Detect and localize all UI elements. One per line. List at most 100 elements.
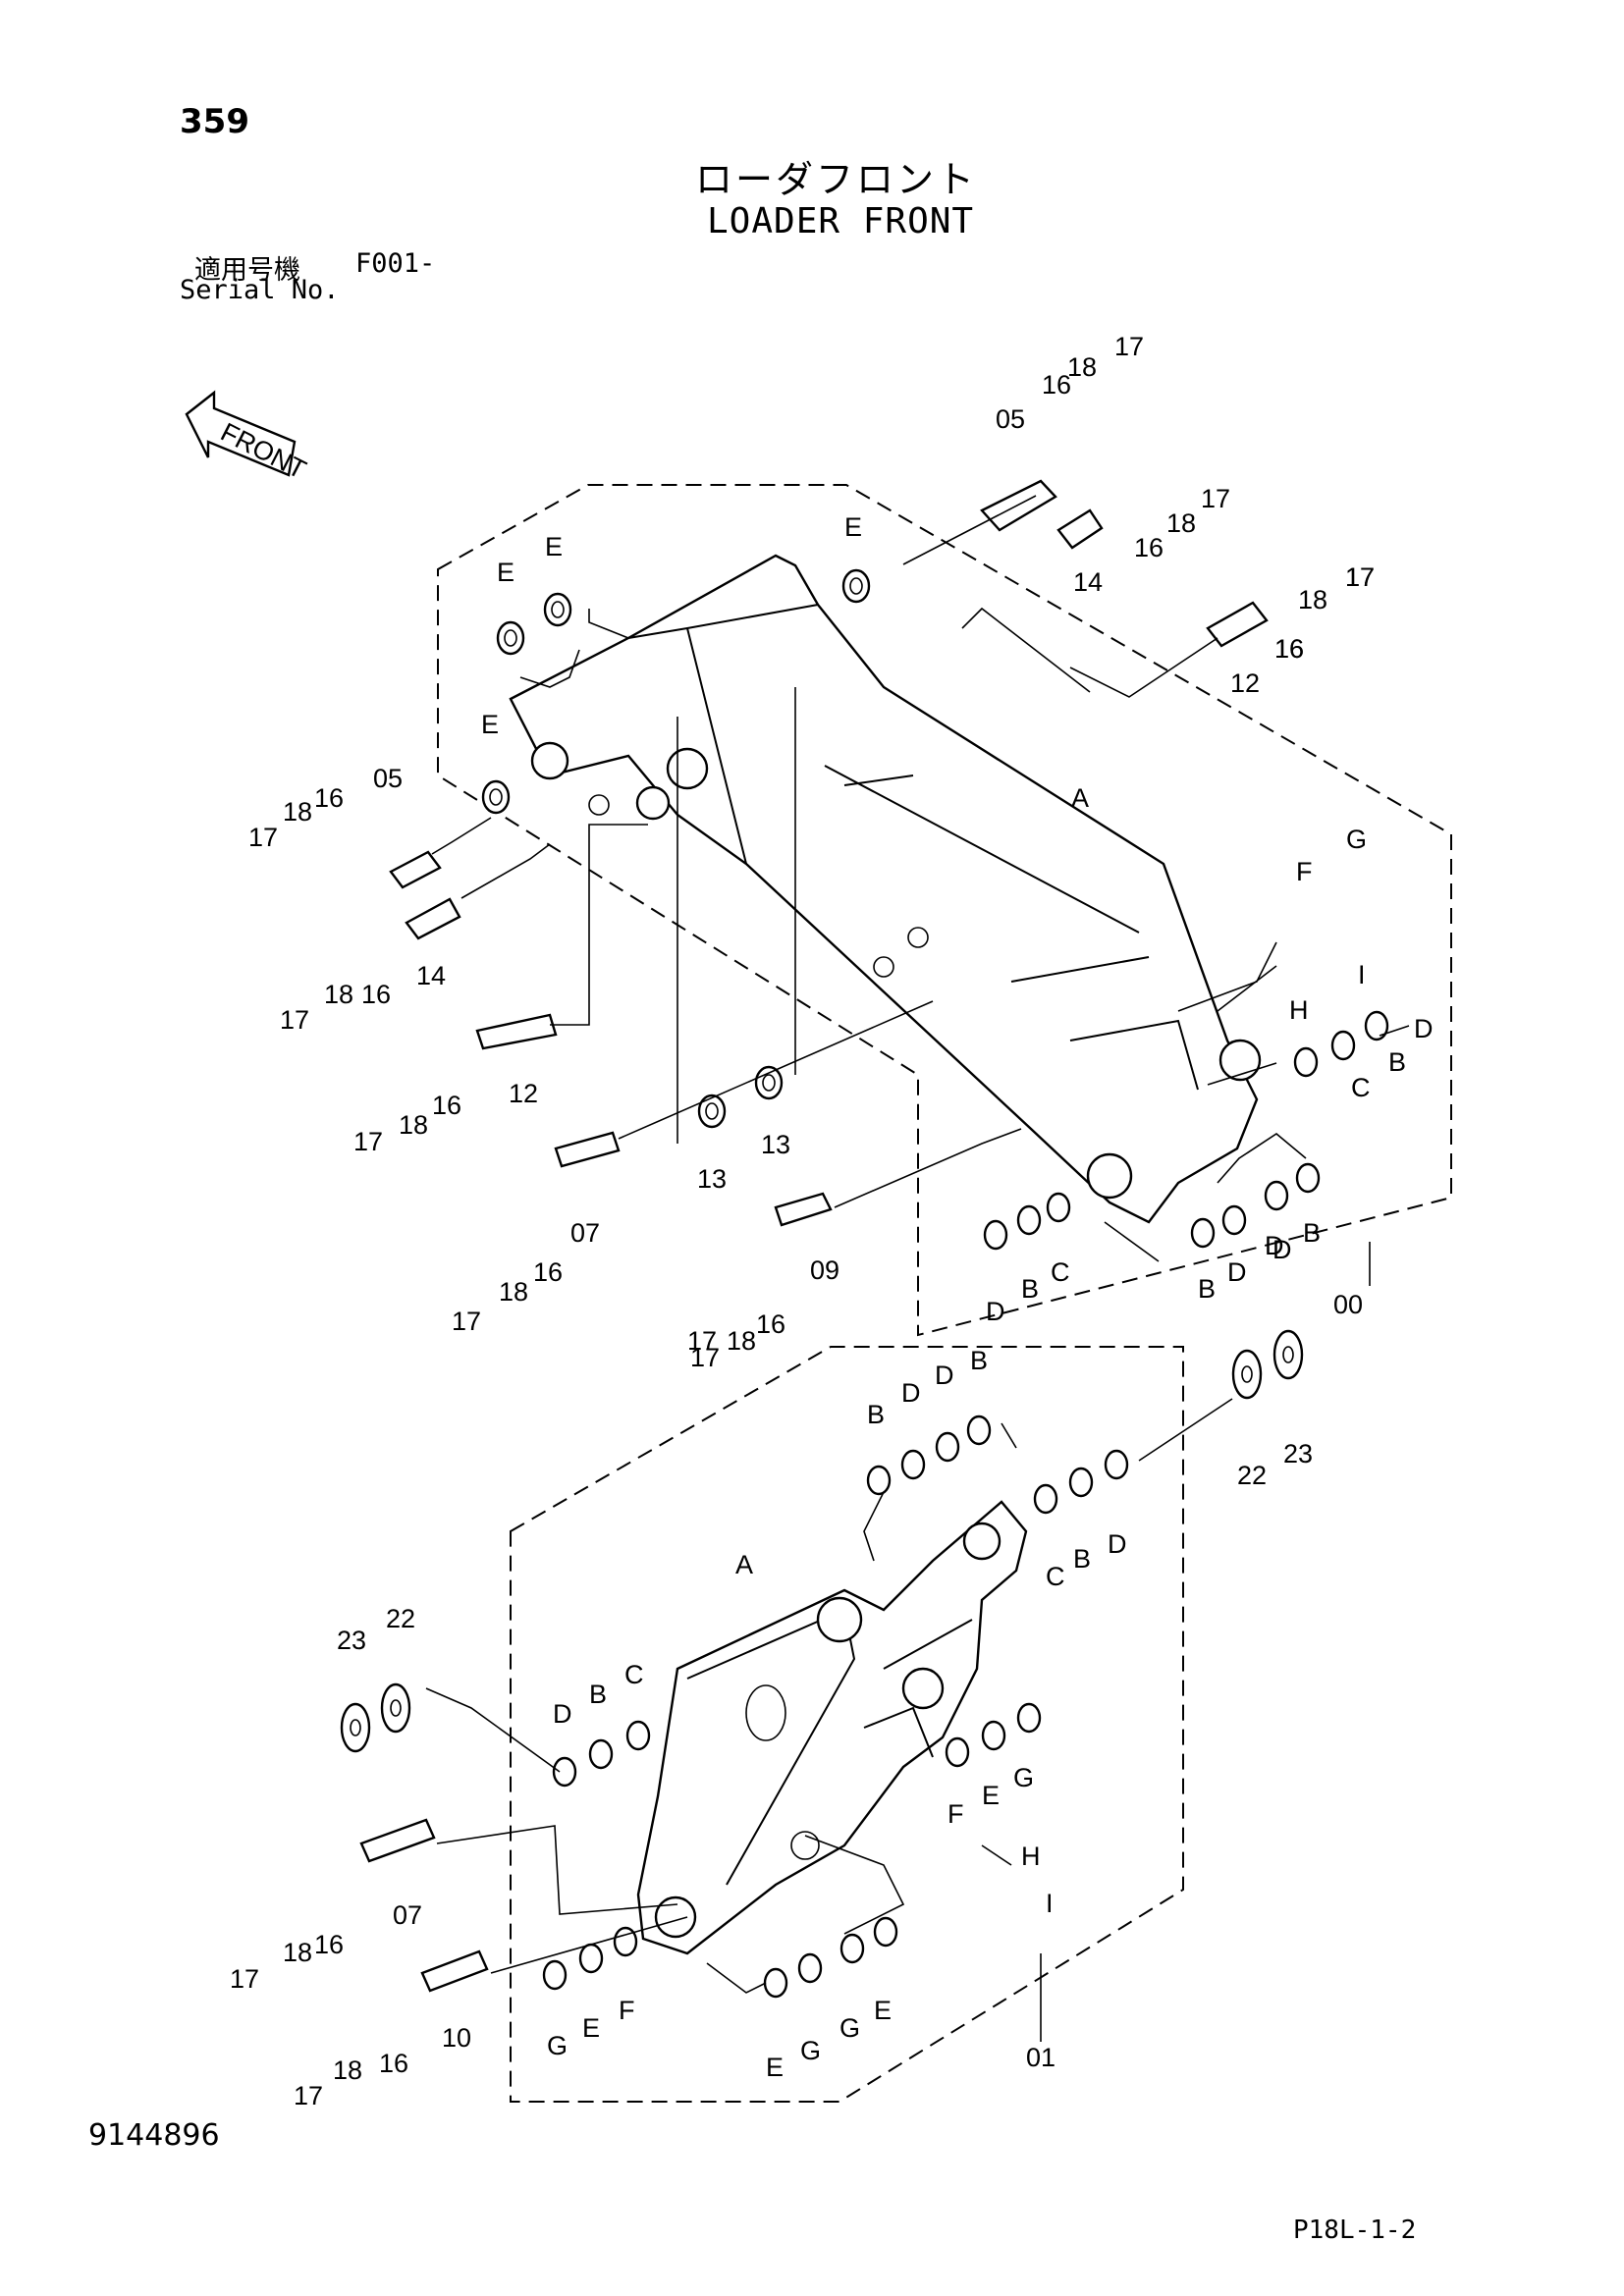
callout: 05 [996,404,1025,434]
callout: 00 [1333,1290,1363,1319]
callout: G [800,2036,821,2065]
callout: 18 [283,1938,312,1967]
callout: E [874,1996,892,2025]
callout: 17 [294,2081,323,2110]
callout: D [1265,1231,1284,1260]
callout: F [619,1996,635,2025]
callout: 05 [373,764,403,793]
callout: 16 [432,1091,461,1120]
pins [359,479,1269,1993]
bushing-rings [481,568,1389,1999]
callout: 17 [452,1307,481,1336]
callout: A [735,1550,753,1579]
callout: B [1388,1047,1406,1077]
callout: 01 [1026,2043,1056,2072]
callout: G [1013,1763,1034,1792]
callout: 16 [1274,634,1304,664]
callout: 07 [570,1218,600,1248]
serial-label-japanese: 適用号機 [194,255,300,286]
callout: 17 [248,823,278,852]
callouts-lower: B D D B 22 23 C D B A 23 22 C B D G E F … [230,1346,1313,2110]
callout: 10 [442,2023,471,2053]
callout: 16 [756,1309,785,1339]
callout: B [1021,1274,1039,1304]
callouts-upper: 17 16 18 05 17 18 16 17 E 17 18 16 14 E … [248,332,1434,1372]
callout: F [947,1799,964,1829]
callout: G [547,2031,568,2060]
serial-label-english: Serial No. [180,275,340,305]
callout: B [589,1680,607,1709]
callout: E [982,1781,1000,1810]
callout: 22 [386,1604,415,1633]
assembly-00-boundary [437,484,1452,1337]
title-english: LOADER FRONT [707,201,975,241]
callout: D [1272,1235,1292,1264]
callout: 22 [1237,1461,1267,1490]
callout: B [970,1346,988,1375]
callout: 18 [324,980,353,1009]
callout: B [867,1400,885,1429]
callout: 18 [333,2056,362,2085]
assembly-01-boundary [510,1346,1184,2103]
callout: 16 [361,980,391,1009]
callout: 16 [533,1257,563,1287]
callout: 13 [697,1164,727,1194]
callout: D [901,1378,921,1408]
leader-lines [425,495,1410,2042]
callout: H [1021,1842,1041,1871]
callout: G [839,2013,860,2043]
callout: C [1351,1073,1371,1102]
callout: B [1198,1274,1216,1304]
callout: D [1108,1529,1127,1559]
callout: 12 [1230,668,1260,698]
callout: 16 [1042,370,1071,400]
callout: D [1414,1014,1434,1043]
sheet-reference: P18L-1-2 [1293,2216,1417,2245]
callout: E [481,710,499,739]
callout: 14 [1073,567,1103,597]
callout: 17 [280,1005,309,1035]
callout: D [935,1361,954,1390]
document-number: 9144896 [88,2118,220,2153]
callout: B [1073,1544,1091,1574]
callout: 17 [353,1127,383,1156]
callout: G [1346,825,1367,854]
callout: A [1071,783,1089,813]
callout: 17 [230,1964,259,1994]
callout: I [1358,960,1366,989]
callout: 17 [687,1326,717,1356]
callout: 07 [393,1900,422,1930]
callout: 16 [1134,533,1164,562]
callout: 18 [1166,508,1196,538]
callout: E [545,532,563,561]
callout: 17 [1345,562,1375,592]
callout: 18 [727,1326,756,1356]
callout: H [1289,995,1309,1025]
callout: E [844,512,862,542]
callout: C [624,1660,644,1689]
callout: 17 [1114,332,1144,361]
callout: 16 [314,783,344,813]
callout: E [582,2013,600,2043]
callout: 18 [499,1277,528,1307]
loader-arm-upper [509,554,1262,1224]
callout: E [766,2053,784,2082]
callout: C [1051,1257,1070,1287]
callout: 18 [1067,352,1097,382]
callout: 16 [314,1930,344,1959]
front-arrow-icon: FRONT [185,390,310,485]
callout: 14 [416,961,446,990]
callout: 18 [399,1110,428,1140]
callout: 23 [337,1626,366,1655]
bucket-link-lower [636,1500,1028,1955]
callout: 16 [1274,634,1304,664]
callout: D [986,1297,1005,1326]
callout: F [1296,857,1313,886]
callout: 18 [283,797,312,827]
callout: 23 [1283,1439,1313,1468]
callout: 16 [379,2049,408,2078]
callout: I [1046,1889,1054,1918]
serial-code: F001- [355,248,436,279]
